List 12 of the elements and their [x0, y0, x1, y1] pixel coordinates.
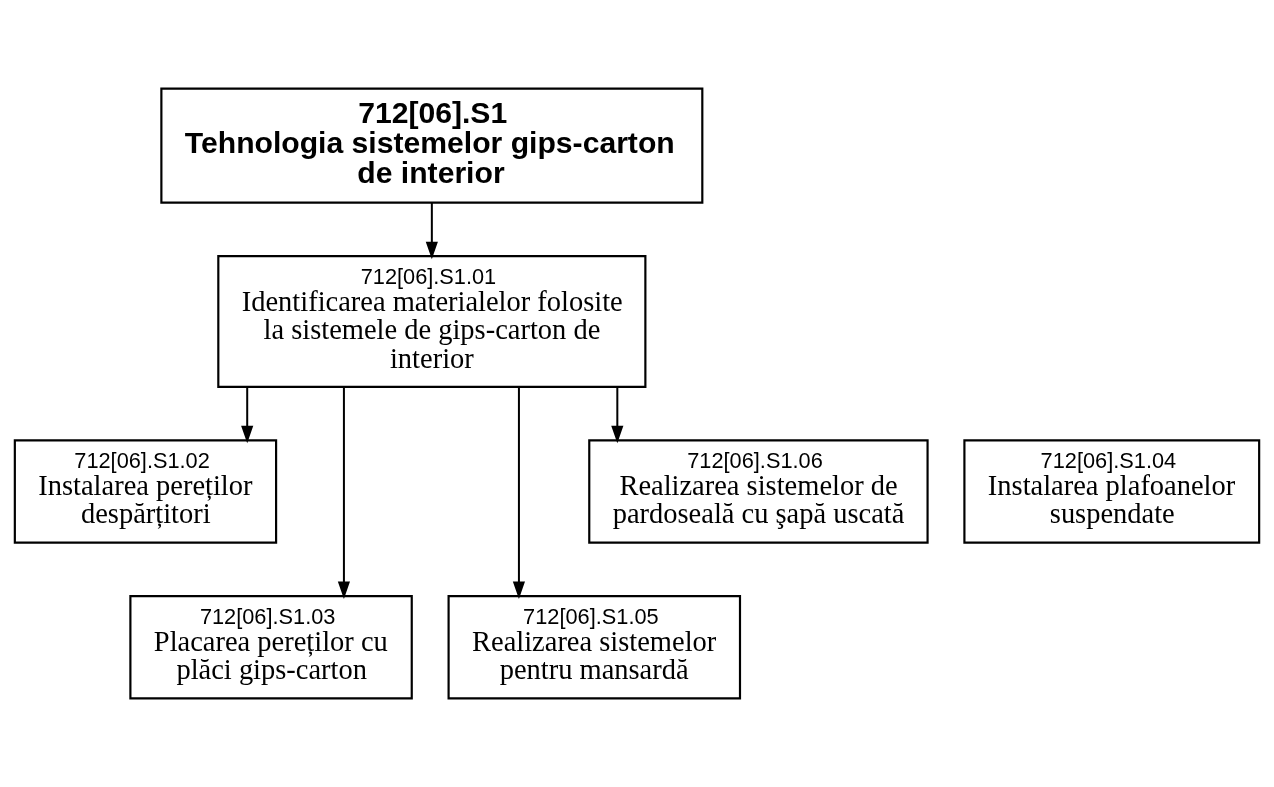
node-box: 712[06].S1.04 Instalarea plafoanelor suspendate: [963, 439, 1261, 544]
node-box: 712[06].S1.02 Instalarea pereților despărțitori: [13, 439, 278, 544]
arrow: [512, 387, 526, 599]
arrow: [611, 387, 624, 444]
node-box: 712[06].S1.05 Realizarea sistemelor pentru mansardă: [447, 595, 742, 700]
node-box: 712[06].S1.03 Placarea pereților cu plăci gips-carton: [129, 595, 413, 700]
node-box: 712[06].S1.01 Identificarea materialelor folosite la sistemele de gips-carton de interior: [217, 255, 647, 388]
node-box: 712[06].S1 Tehnologia sistemelor gips-carton de interior: [160, 87, 704, 204]
arrow: [425, 202, 438, 260]
node-box: 712[06].S1.06 Realizarea sistemelor de pardoseală cu şapă uscată: [588, 439, 929, 544]
arrow: [241, 387, 254, 444]
arrow: [337, 387, 351, 599]
